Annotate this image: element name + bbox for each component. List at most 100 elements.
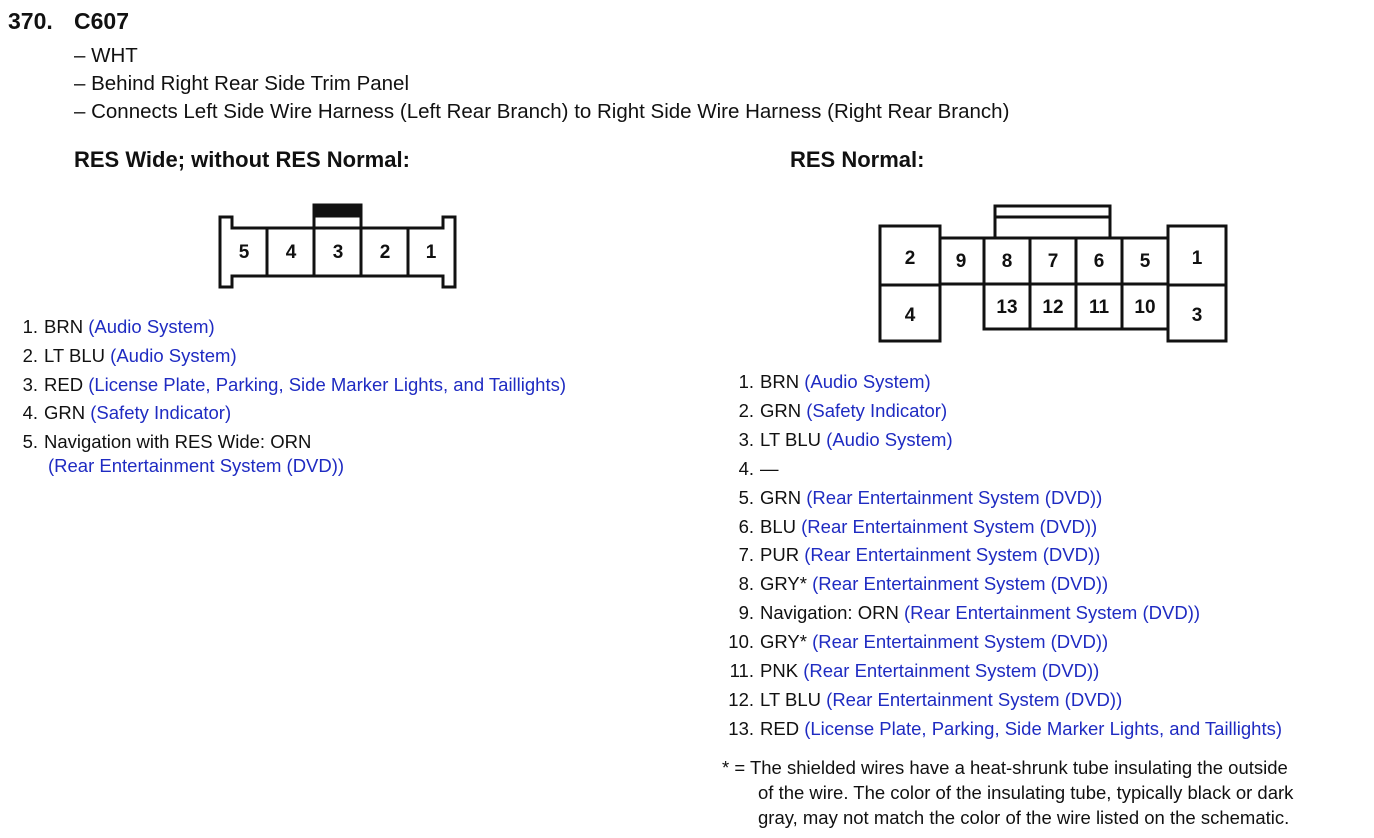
pin-number: 3. xyxy=(22,373,38,395)
right-pin-label: 8 xyxy=(1002,251,1013,272)
system-link[interactable]: (Safety Indicator) xyxy=(90,402,232,424)
system-link[interactable]: (Rear Entertainment System (DVD)) xyxy=(48,454,345,476)
pin-number: 11. xyxy=(729,660,754,682)
list-item: 7. PUR (Rear Entertainment System (DVD)) xyxy=(724,541,1282,570)
wire-color: GRY* xyxy=(760,631,807,653)
description-location: – Behind Right Rear Side Trim Panel xyxy=(74,72,410,95)
pin-number: 1. xyxy=(22,316,38,337)
wire-color: BRN xyxy=(760,371,800,392)
left-connector-diagram xyxy=(218,203,457,289)
description-connects: – Connects Left Side Wire Harness (Left … xyxy=(74,100,1010,123)
wire-color: — xyxy=(760,457,779,479)
wire-color: BLU xyxy=(760,515,796,537)
list-item: 1. BRN (Audio System) xyxy=(18,313,566,342)
list-item: 6. BLU (Rear Entertainment System (DVD)) xyxy=(724,513,1282,542)
list-item: 3. RED (License Plate, Parking, Side Mark… xyxy=(18,371,566,400)
system-link[interactable]: (Audio System) xyxy=(88,316,215,337)
pin-number: 5. xyxy=(738,486,754,508)
left-pin-label: 3 xyxy=(333,242,344,263)
wire-color: RED xyxy=(44,373,84,395)
list-item: 1. BRN (Audio System) xyxy=(724,368,1282,397)
right-pin-label: 11 xyxy=(1089,297,1110,318)
left-connector-pin-labels: 5 4 3 2 1 xyxy=(239,242,437,263)
pin-number: 4. xyxy=(738,457,754,479)
system-link[interactable]: (Audio System) xyxy=(826,428,953,450)
wire-color: GRN xyxy=(760,486,802,508)
list-item: 10. GRY* (Rear Entertainment System (DVD)… xyxy=(724,628,1282,657)
list-item-continuation: (Rear Entertainment System (DVD)) xyxy=(18,453,566,478)
right-pin-label: 1 xyxy=(1192,248,1203,269)
system-link[interactable]: (Audio System) xyxy=(110,344,237,366)
system-link[interactable]: (Rear Entertainment System (DVD)) xyxy=(803,660,1100,682)
pin-number: 13. xyxy=(728,717,754,739)
list-item: 2. GRN (Safety Indicator) xyxy=(724,397,1282,426)
system-link[interactable]: (Rear Entertainment System (DVD)) xyxy=(812,573,1109,595)
right-pin-label: 4 xyxy=(905,305,916,326)
pin-number: 7. xyxy=(738,544,754,566)
left-pin-label: 1 xyxy=(426,242,437,263)
right-pin-label: 13 xyxy=(996,297,1017,318)
system-link[interactable]: (Rear Entertainment System (DVD)) xyxy=(806,486,1103,508)
right-pin-label: 7 xyxy=(1048,251,1059,272)
wire-color: LT BLU xyxy=(760,428,822,450)
pin-number: 5. xyxy=(22,431,38,453)
section-number: 370. xyxy=(8,8,53,34)
pin-number: 4. xyxy=(22,402,38,424)
wire-color: GRN xyxy=(760,399,802,421)
list-item: 12. LT BLU (Rear Entertainment System (DV… xyxy=(724,686,1282,715)
pin-number: 2. xyxy=(22,344,38,366)
right-pin-label: 9 xyxy=(956,251,967,272)
wire-color: BRN xyxy=(44,316,84,337)
footnote: * = The shielded wires have a heat-shrun… xyxy=(722,755,1293,830)
page-title: 370. C607 xyxy=(8,8,129,35)
system-link[interactable]: (License Plate, Parking, Side Marker Lig… xyxy=(804,717,1283,739)
left-pin-list: 1. BRN (Audio System) 2. LT BLU (Audio Sys… xyxy=(18,313,566,478)
right-pin-label: 10 xyxy=(1134,297,1155,318)
pin-number: 6. xyxy=(738,515,754,537)
list-item: 11.PNK (Rear Entertainment System (DVD)) xyxy=(724,657,1282,686)
left-pin-label: 4 xyxy=(286,242,297,263)
system-link[interactable]: (Rear Entertainment System (DVD)) xyxy=(903,602,1201,624)
right-pin-list: 1. BRN (Audio System) 2. GRN (Safety Indic… xyxy=(724,368,1282,744)
list-item: 2. LT BLU (Audio System) xyxy=(18,342,566,371)
system-link[interactable]: (Rear Entertainment System (DVD)) xyxy=(826,688,1123,710)
list-item: 5.Navigation with RES Wide: ORN xyxy=(18,428,566,457)
list-item: 3.LT BLU (Audio System) xyxy=(724,426,1282,455)
left-section-title: RES Wide; without RES Normal: xyxy=(74,147,410,172)
description-color: – WHT xyxy=(74,44,138,67)
pin-number: 12. xyxy=(728,688,754,710)
right-connector-pin-labels: 2 9 8 7 6 5 1 4 13 12 11 10 3 xyxy=(905,248,1203,326)
pin-number: 10. xyxy=(728,631,754,653)
right-pin-label: 6 xyxy=(1094,251,1105,272)
connector-diagrams: 5 4 3 2 1 2 9 8 7 6 5 1 4 13 12 11 10 3 xyxy=(218,203,1228,343)
right-pin-label: 5 xyxy=(1140,251,1151,272)
system-link[interactable]: (Rear Entertainment System (DVD)) xyxy=(812,631,1109,653)
left-pin-label: 2 xyxy=(380,242,391,263)
wire-color: PUR xyxy=(760,544,800,566)
right-pin-label: 12 xyxy=(1042,297,1063,318)
footnote-line: gray, may not match the color of the wir… xyxy=(758,807,1290,828)
list-item: 4. — xyxy=(724,455,1282,484)
footnote-line: * = The shielded wires have a heat-shrun… xyxy=(722,757,1288,778)
footnote-line: of the wire. The color of the insulating… xyxy=(758,782,1294,803)
wire-color: GRN xyxy=(44,402,86,424)
pin-number: 2. xyxy=(738,399,754,421)
system-link[interactable]: (License Plate, Parking, Side Marker Lig… xyxy=(88,373,567,395)
wire-color: LT BLU xyxy=(44,344,106,366)
list-item: 9.Navigation: ORN (Rear Entertainment Sy… xyxy=(724,599,1282,628)
pin-number: 1. xyxy=(738,371,754,392)
left-pin-label: 5 xyxy=(239,242,250,263)
system-link[interactable]: (Audio System) xyxy=(804,371,931,392)
right-connector-diagram xyxy=(878,204,1228,343)
list-item: 4. GRN (Safety Indicator) xyxy=(18,399,566,428)
wire-color: LT BLU xyxy=(760,688,822,710)
list-item: 13.RED (License Plate, Parking, Side Mar… xyxy=(724,715,1282,744)
right-pin-label: 2 xyxy=(905,248,916,269)
wire-color: GRY* xyxy=(760,573,807,595)
list-item: 8.GRY* (Rear Entertainment System (DVD)) xyxy=(724,570,1282,599)
system-link[interactable]: (Safety Indicator) xyxy=(806,399,948,421)
connector-id: C607 xyxy=(74,8,129,34)
right-section-title: RES Normal: xyxy=(790,147,925,172)
system-link[interactable]: (Rear Entertainment System (DVD)) xyxy=(804,544,1101,566)
system-link[interactable]: (Rear Entertainment System (DVD)) xyxy=(801,515,1098,537)
